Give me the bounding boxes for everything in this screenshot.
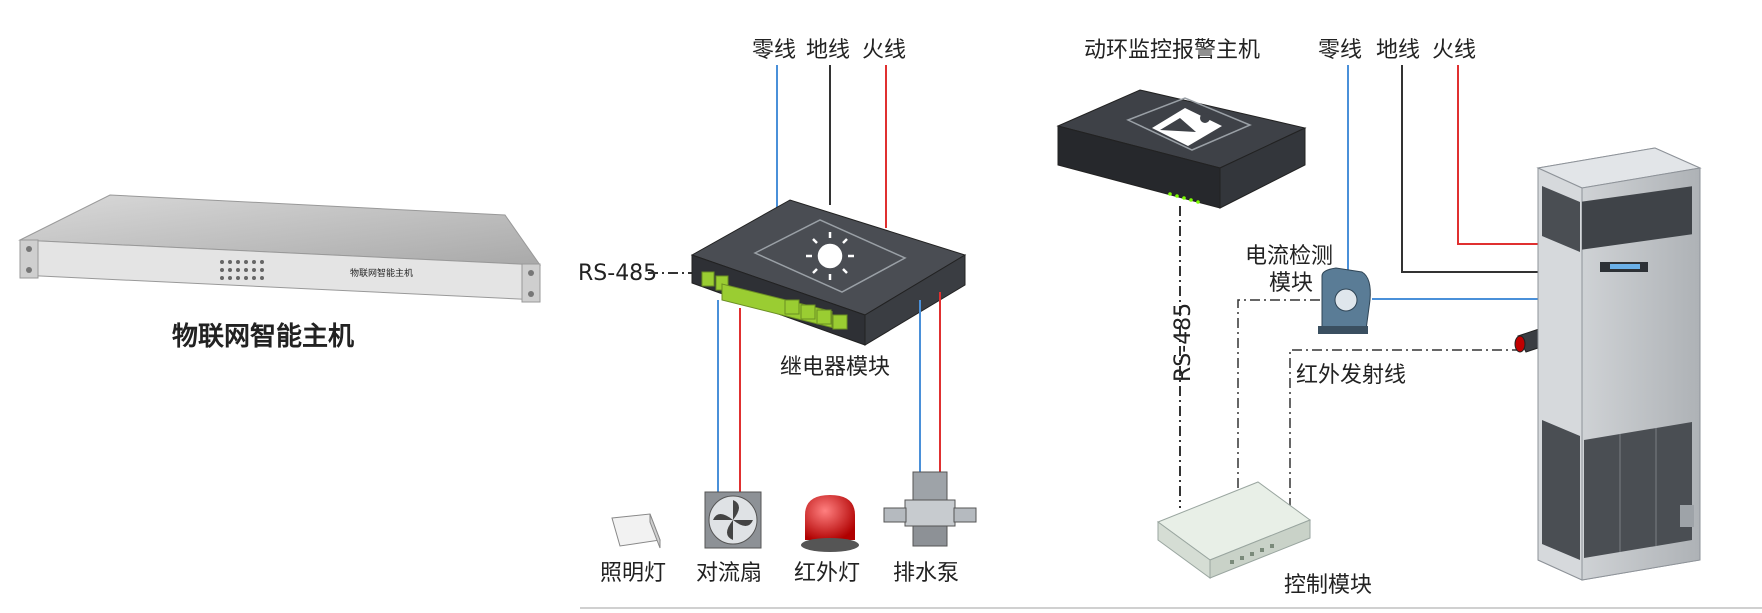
device-light: 照明灯 bbox=[600, 513, 666, 586]
device-light-label: 照明灯 bbox=[600, 561, 666, 586]
ct-signal-line bbox=[1237, 299, 1320, 508]
host-caption: 物联网智能主机 bbox=[172, 321, 354, 352]
ir-label: 红外发射线 bbox=[1296, 363, 1406, 388]
monitor-bus-label: RS-485 bbox=[1171, 303, 1196, 382]
alarm-host bbox=[1056, 89, 1307, 209]
sun-icon bbox=[806, 232, 854, 280]
current-module-label-2: 模块 bbox=[1269, 271, 1313, 296]
ac-ground-wire bbox=[1401, 65, 1538, 273]
alarm-lamp-icon bbox=[801, 495, 859, 552]
host-indicator-leds bbox=[220, 260, 264, 280]
current-module-label-1: 电流检测 bbox=[1245, 244, 1333, 269]
alarm-host-label: 动环监控报警主机 bbox=[1084, 38, 1260, 63]
monitor-neutral-label: 零线 bbox=[1318, 38, 1362, 63]
host-panel-text: 物联网智能主机 bbox=[350, 267, 413, 279]
ac-live-wire bbox=[1457, 65, 1538, 245]
relay-neutral-label: 零线 bbox=[752, 38, 796, 63]
monitor-section: 动环监控报警主机 RS-485 零线 地线 火线 电流检测 模 bbox=[1056, 38, 1702, 598]
device-fan: 对流扇 bbox=[696, 491, 762, 586]
relay-section: 零线 地线 火线 RS-485 bbox=[578, 38, 977, 586]
control-module bbox=[1156, 481, 1312, 579]
device-pump-label: 排水泵 bbox=[893, 561, 959, 586]
device-pump: 排水泵 bbox=[883, 471, 977, 586]
control-module-label: 控制模块 bbox=[1284, 573, 1372, 598]
relay-ground-label: 地线 bbox=[806, 38, 850, 63]
image-icon bbox=[1152, 108, 1222, 146]
relay-bus-label: RS-485 bbox=[578, 261, 657, 286]
monitor-ground-label: 地线 bbox=[1376, 38, 1420, 63]
relay-module bbox=[690, 199, 967, 346]
light-icon bbox=[611, 513, 661, 549]
top-grille bbox=[1542, 186, 1580, 252]
device-alarm-lamp: 红外灯 bbox=[794, 495, 860, 586]
fan-icon bbox=[704, 491, 762, 549]
ac-cabinet bbox=[1536, 147, 1702, 581]
monitor-live-label: 火线 bbox=[1432, 38, 1476, 63]
pump-icon bbox=[883, 471, 977, 547]
device-alarm-lamp-label: 红外灯 bbox=[794, 561, 860, 586]
device-fan-label: 对流扇 bbox=[696, 561, 762, 586]
current-module bbox=[1318, 267, 1371, 334]
relay-live-label: 火线 bbox=[862, 38, 906, 63]
terminal-blocks bbox=[701, 271, 848, 330]
relay-module-label: 继电器模块 bbox=[780, 355, 890, 380]
bottom-grille bbox=[1542, 420, 1692, 560]
iot-host: 物联网智能主机 物联网智能主机 bbox=[18, 194, 541, 352]
